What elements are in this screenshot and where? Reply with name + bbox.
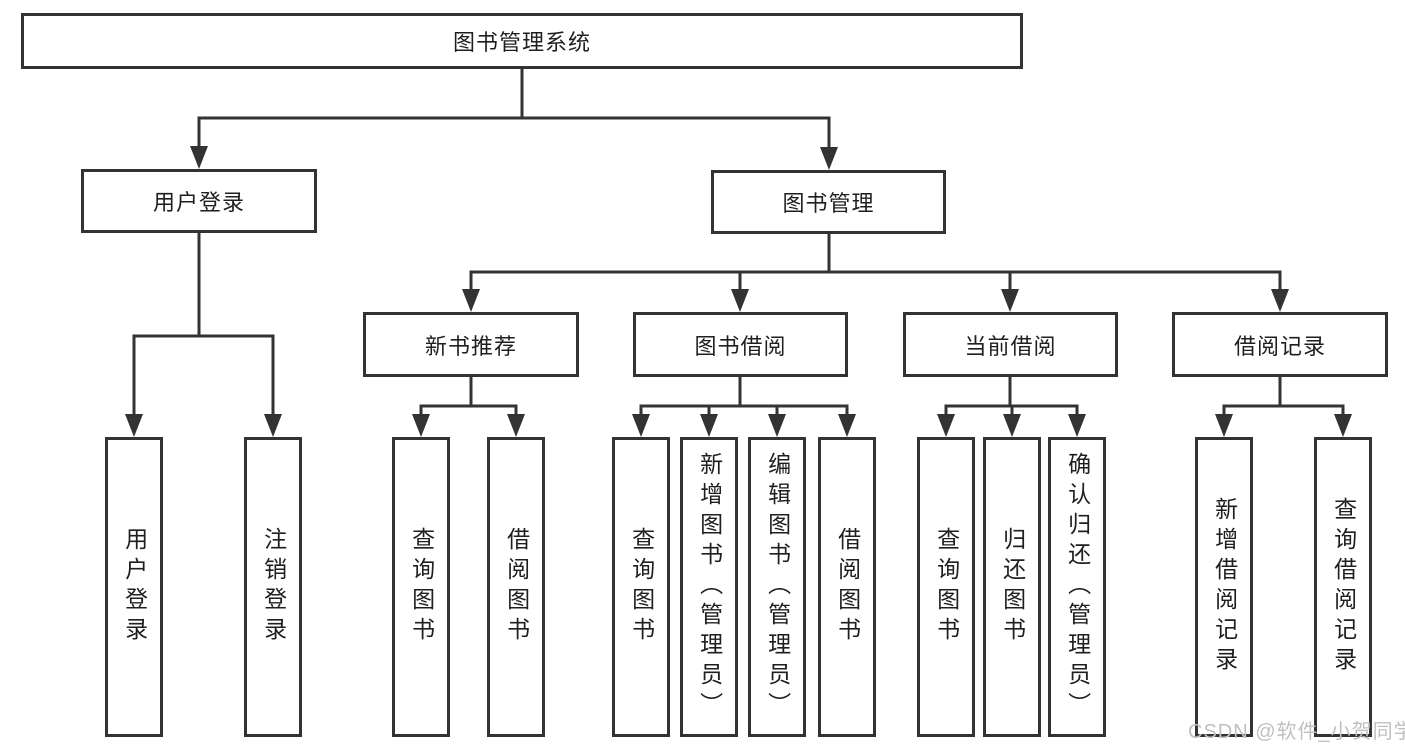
leaf-logout: 注销登录: [244, 437, 302, 737]
node-label: 图书借阅: [694, 333, 787, 359]
leaf-label: 借阅图书: [503, 527, 530, 647]
leaf-label: 注销登录: [260, 527, 287, 647]
leaf-borrow-books-recommend: 借阅图书: [487, 437, 545, 737]
node-label: 新书推荐: [424, 333, 517, 359]
node-label: 图书管理系统: [452, 30, 591, 55]
leaf-query-books-recommend: 查询图书: [392, 437, 450, 737]
node-new-book-recommendation: 新书推荐: [363, 312, 579, 377]
node-book-management: 图书管理: [711, 170, 946, 234]
node-label: 借阅记录: [1233, 333, 1326, 359]
leaf-label: 编辑图书（管理员）: [764, 452, 791, 722]
leaf-label: 新增借阅记录: [1211, 497, 1238, 677]
leaf-user-login: 用户登录: [105, 437, 163, 737]
node-library-management-system: 图书管理系统: [21, 13, 1023, 69]
node-label: 用户登录: [152, 190, 245, 215]
leaf-edit-books-admin: 编辑图书（管理员）: [748, 437, 806, 737]
leaf-query-borrow-record: 查询借阅记录: [1314, 437, 1372, 737]
leaf-label: 归还图书: [999, 527, 1026, 647]
leaf-label: 查询图书: [408, 527, 435, 647]
leaf-label: 查询借阅记录: [1330, 497, 1357, 677]
leaf-query-books-borrowing: 查询图书: [612, 437, 670, 737]
node-current-borrowing: 当前借阅: [903, 312, 1118, 377]
node-borrowing-records: 借阅记录: [1172, 312, 1388, 377]
leaf-add-borrow-record: 新增借阅记录: [1195, 437, 1253, 737]
leaf-borrow-books-borrowing: 借阅图书: [818, 437, 876, 737]
watermark-text: CSDN @软件_小贺同学: [1188, 721, 1405, 743]
node-user-login: 用户登录: [81, 169, 317, 233]
leaf-query-books-current: 查询图书: [917, 437, 975, 737]
leaf-label: 查询图书: [933, 527, 960, 647]
node-book-borrowing: 图书借阅: [633, 312, 848, 377]
leaf-label: 确认归还（管理员）: [1064, 452, 1091, 722]
leaf-label: 查询图书: [628, 527, 655, 647]
leaf-return-books: 归还图书: [983, 437, 1041, 737]
node-label: 图书管理: [782, 191, 875, 216]
leaf-label: 借阅图书: [834, 527, 861, 647]
leaf-label: 用户登录: [121, 527, 148, 647]
leaf-confirm-return-admin: 确认归还（管理员）: [1048, 437, 1106, 737]
leaf-add-books-admin: 新增图书（管理员）: [680, 437, 738, 737]
leaf-label: 新增图书（管理员）: [696, 452, 723, 722]
node-label: 当前借阅: [964, 333, 1057, 359]
